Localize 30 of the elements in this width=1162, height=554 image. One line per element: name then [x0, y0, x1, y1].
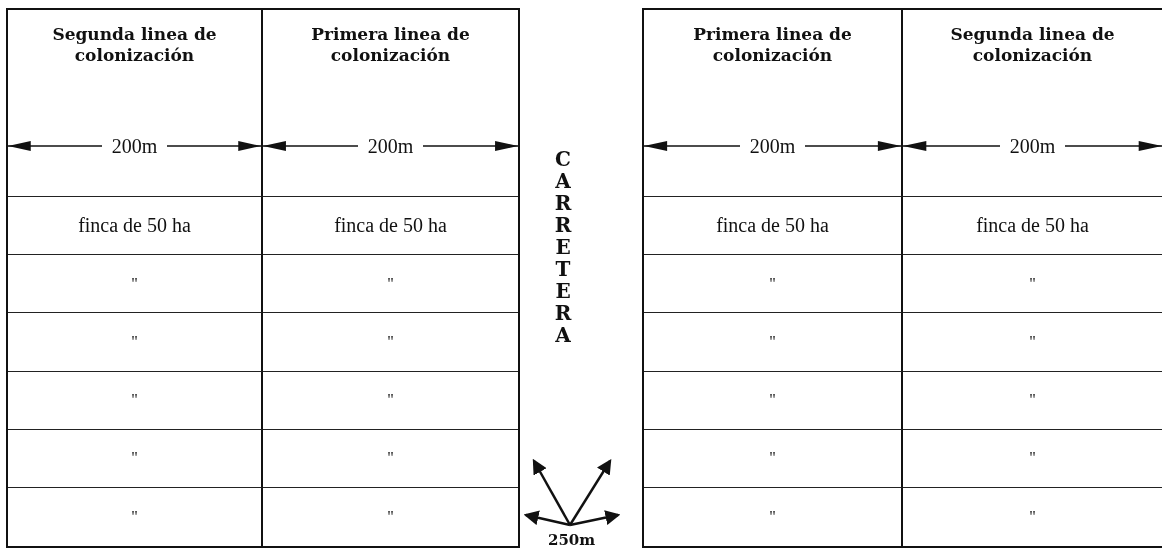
- ditto-mark: ": [387, 507, 394, 526]
- column-heading: Primera linea de colonización: [310, 24, 471, 67]
- ditto-mark: ": [131, 274, 138, 293]
- ditto-mark: ": [387, 449, 394, 468]
- ditto-mark: ": [1029, 391, 1036, 410]
- ditto-mark: ": [1029, 332, 1036, 351]
- distance-label: 250m: [548, 531, 596, 549]
- road-label: CARRETERA: [553, 148, 573, 346]
- ditto-mark: ": [769, 449, 776, 468]
- ditto-mark: ": [387, 391, 394, 410]
- column-heading: Primera linea de colonización: [692, 24, 853, 67]
- ditto-mark: ": [131, 391, 138, 410]
- plot-label: finca de 50 ha: [78, 214, 191, 238]
- column-heading: Segunda linea de colonización: [949, 24, 1116, 67]
- ditto-mark: ": [769, 274, 776, 293]
- ditto-mark: ": [1029, 274, 1036, 293]
- ditto-mark: ": [387, 332, 394, 351]
- ditto-mark: ": [131, 332, 138, 351]
- plot-label: finca de 50 ha: [716, 214, 829, 238]
- ditto-mark: ": [1029, 507, 1036, 526]
- ditto-mark: ": [1029, 449, 1036, 468]
- ditto-mark: ": [131, 507, 138, 526]
- column-heading: Segunda linea de colonización: [51, 24, 218, 67]
- ditto-mark: ": [387, 274, 394, 293]
- ditto-mark: ": [769, 391, 776, 410]
- ditto-mark: ": [769, 507, 776, 526]
- ditto-mark: ": [769, 332, 776, 351]
- plot-label: finca de 50 ha: [334, 214, 447, 238]
- ditto-mark: ": [131, 449, 138, 468]
- plot-label: finca de 50 ha: [976, 214, 1089, 238]
